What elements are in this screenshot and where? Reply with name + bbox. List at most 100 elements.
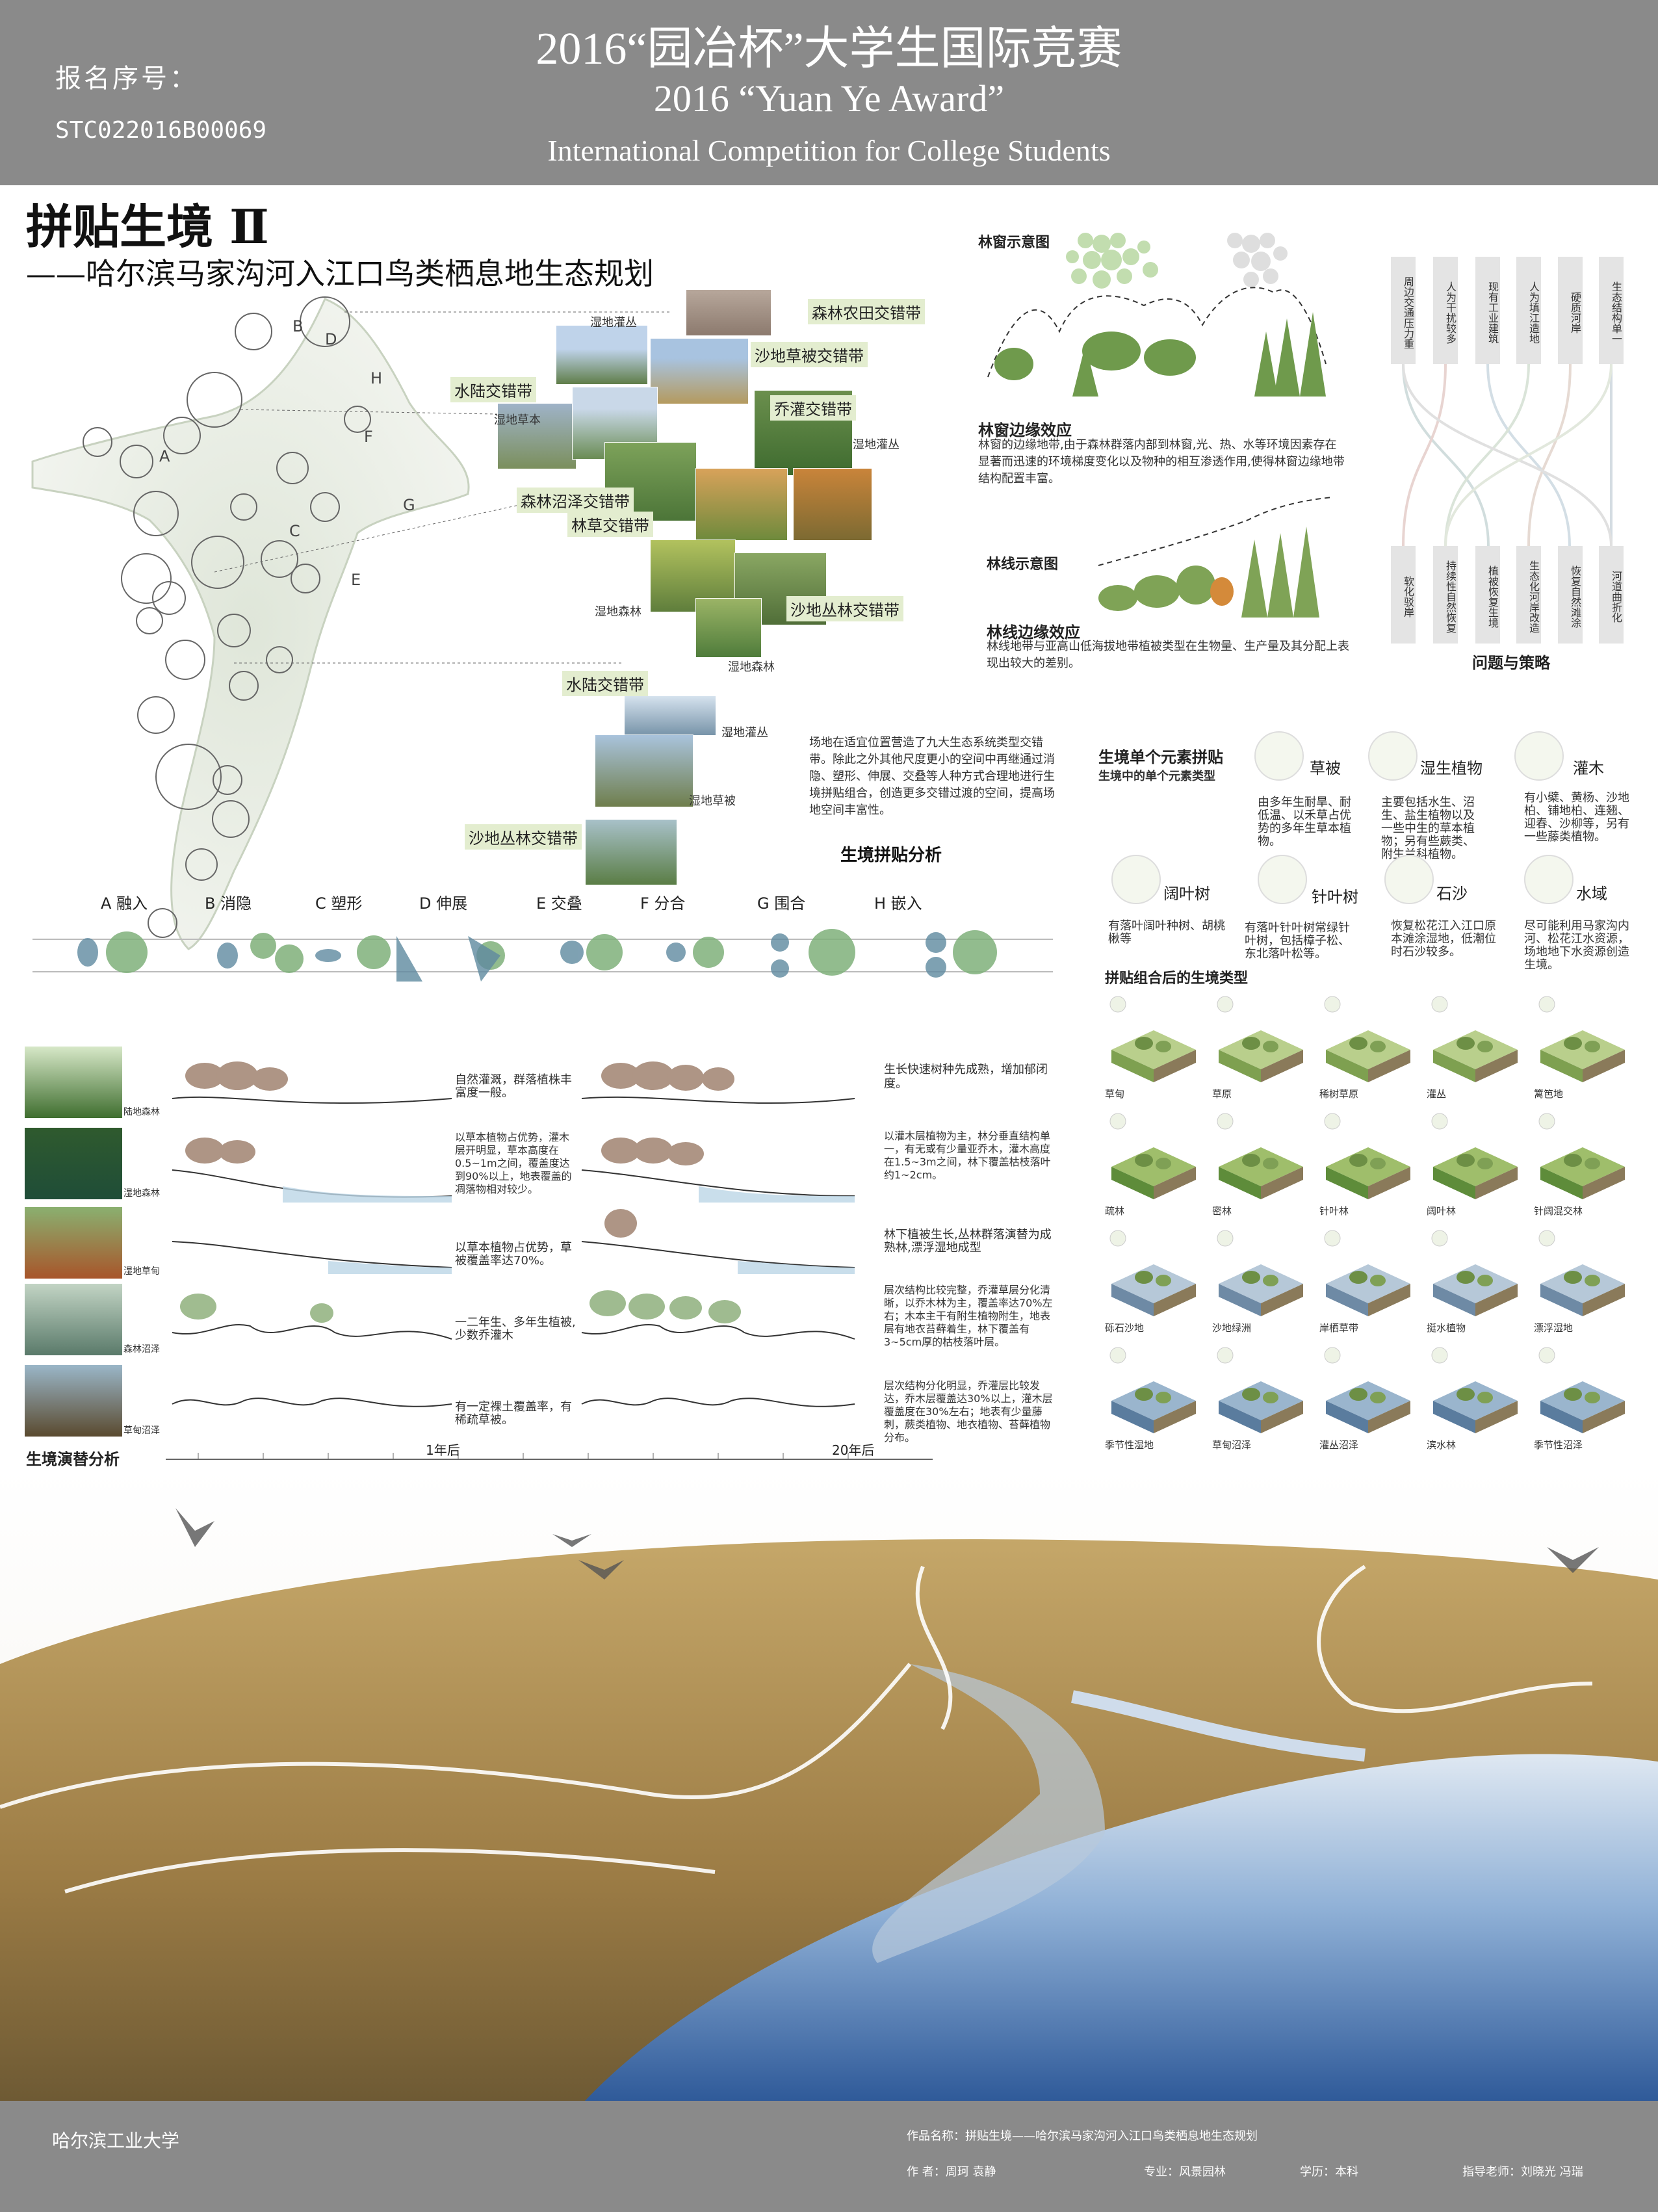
ecotone-tag-9: 沙地丛林交错带: [465, 824, 582, 850]
problem-5: 硬质河岸: [1558, 257, 1583, 364]
tree-line-effect-title: 林线边缘效应: [987, 623, 1080, 642]
timeline-year-20: 20年后: [832, 1442, 875, 1458]
succession-photo-label-3: 湿地草甸: [123, 1266, 160, 1277]
habitat-tile: 灌丛: [1427, 995, 1524, 1105]
habitat-label: 稀树草原: [1319, 1088, 1359, 1100]
map-letter-c: C: [289, 522, 300, 540]
habitat-tile: 沙地绿洲: [1212, 1229, 1310, 1339]
registration-number: STC022016B00069: [55, 117, 267, 144]
habitat-label: 岸栖草带: [1319, 1322, 1359, 1334]
map-letter-f: F: [364, 428, 373, 446]
habitat-iso-block: [1538, 1113, 1625, 1199]
habitat-tile: 草甸: [1105, 995, 1202, 1105]
habitat-grid: 草甸草原稀树草原灌丛篱笆地疏林密林针叶林阔叶林针阔混交林砾石沙地沙地绿洲岸栖草带…: [1105, 995, 1638, 1463]
ecotone-tag-1: 森林农田交错带: [808, 299, 925, 324]
wet-plant-icon: [1368, 731, 1418, 781]
habitat-iso-block: [1538, 996, 1625, 1082]
succession-photo-2: [25, 1128, 122, 1199]
habitat-label: 疏林: [1105, 1205, 1125, 1217]
habitat-tile: 草原: [1212, 995, 1310, 1105]
habitat-iso-block: [1217, 996, 1303, 1082]
habitat-iso-block: [1109, 1230, 1196, 1316]
strategy-a: A 融入: [101, 894, 148, 913]
footer-school: 哈尔滨工业大学: [52, 2130, 180, 2152]
strategy-b: B 消隐: [205, 894, 252, 913]
strategy-c: C 塑形: [315, 894, 363, 913]
element-desc-stone: 恢复松花江入江口原本滩涂湿地，低潮位时石沙较多。: [1391, 919, 1496, 959]
element-desc-conifer: 有落叶针叶树常绿针叶树，包括樟子松、东北落叶松等。: [1245, 921, 1350, 961]
strategy-4: 生态化河岸改造: [1516, 546, 1541, 644]
strategy-6: 河道曲折化: [1599, 546, 1624, 644]
habitat-iso-block: [1217, 1347, 1303, 1433]
succession-title: 生境演替分析: [26, 1450, 120, 1468]
photo-forest-farmland: [686, 289, 771, 336]
problem-strategy-links: [1402, 364, 1613, 546]
habitat-label-6: 湿地灌丛: [721, 726, 768, 740]
elements-title: 生境单个元素拼贴: [1098, 748, 1223, 766]
habitat-iso-block: [1324, 1113, 1410, 1199]
strategy-d: D 伸展: [419, 894, 468, 913]
elements-subtitle: 生境中的单个元素类型: [1098, 770, 1215, 783]
ecotone-tag-7: 沙地丛林交错带: [786, 596, 903, 621]
habitat-tile: 疏林: [1105, 1112, 1202, 1222]
forest-window-effect-title: 林窗边缘效应: [978, 421, 1072, 439]
succession-photo-label-2: 湿地森林: [123, 1188, 160, 1199]
ecotone-tag-4: 乔灌交错带: [770, 395, 856, 421]
strategy-f: F 分合: [640, 894, 686, 913]
habitat-label: 密林: [1212, 1205, 1232, 1217]
map-letter-g: G: [403, 496, 415, 514]
element-desc-wet-plant: 主要包括水生、沼生、盐生植物以及一些中生的草本植物；另有些蕨类、附生兰科植物。: [1381, 796, 1475, 861]
ecotone-tag-8: 水陆交错带: [562, 671, 648, 696]
ecotone-tag-3: 水陆交错带: [450, 377, 536, 402]
habitat-iso-block: [1431, 1113, 1518, 1199]
succession-left-text-5: 有一定裸土覆盖率，有稀疏草被。: [455, 1400, 572, 1427]
site-map: A B C D E F G H: [31, 296, 669, 950]
footer-advisor: 指导老师：刘晓光 冯瑞: [1462, 2165, 1583, 2179]
habitat-iso-block: [1431, 996, 1518, 1082]
habitat-tile: 针叶林: [1319, 1112, 1417, 1222]
habitat-label-7: 湿地草被: [689, 794, 736, 808]
strategy-2: 持续性自然恢复: [1433, 546, 1458, 644]
header-bar: [0, 0, 1658, 185]
succession-photo-label-1: 陆地森林: [123, 1107, 160, 1117]
habitat-label: 针叶林: [1319, 1205, 1349, 1217]
problem-3: 现有工业建筑: [1475, 257, 1500, 364]
ecotone-tag-5: 森林沼泽交错带: [517, 488, 634, 513]
habitat-label: 针阔混交林: [1534, 1205, 1583, 1217]
competition-subtitle-en: International Competition for College St…: [547, 134, 1111, 167]
element-desc-grass: 由多年生耐旱、耐低温、以禾草占优势的多年生草本植物。: [1258, 796, 1351, 848]
element-desc-water: 尽可能利用马家沟内河、松花江水资源，场地地下水资源创造生境。: [1524, 919, 1629, 972]
site-landmass: [31, 298, 470, 950]
strategy-5: 恢复自然滩涂: [1558, 546, 1583, 644]
habitat-label: 篱笆地: [1534, 1088, 1564, 1100]
forest-window-title: 林窗示意图: [978, 235, 1050, 251]
footer-work-name: 作品名称：拼贴生境——哈尔滨马家沟河入江口鸟类栖息地生态规划: [907, 2129, 1258, 2143]
habitat-label: 草甸: [1105, 1088, 1125, 1100]
map-letter-a: A: [159, 447, 170, 465]
habitat-tile: 灌丛沼泽: [1319, 1346, 1417, 1456]
problem-1: 周边交通压力重: [1391, 257, 1416, 364]
map-letter-b: B: [292, 317, 303, 335]
habitat-label-4: 湿地森林: [595, 605, 641, 619]
competition-title-cn: 2016“园冶杯”大学生国际竞赛: [536, 24, 1122, 74]
habitat-tile: 季节性沼泽: [1534, 1346, 1631, 1456]
conifer-tree-icon: [1258, 855, 1307, 904]
habitat-tile: 岸栖草带: [1319, 1229, 1417, 1339]
element-name-water: 水域: [1576, 885, 1607, 903]
succession-left-text-3: 以草本植物占优势，草被覆盖率达70%。: [455, 1241, 572, 1268]
map-letter-d: D: [325, 330, 337, 348]
photo-wetland-grass: [595, 735, 693, 807]
habitat-tile: 草甸沼泽: [1212, 1346, 1310, 1456]
problem-2: 人为干扰较多: [1433, 257, 1458, 364]
photo-water-land-2: [624, 696, 716, 736]
habitat-label: 草甸沼泽: [1212, 1439, 1252, 1451]
collage-analysis-text: 场地在适宜位置营造了九大生态系统类型交错带。除此之外其他尺度更小的空间中再继通过…: [809, 736, 1055, 817]
habitat-iso-block: [1431, 1347, 1518, 1433]
habitat-label: 季节性沼泽: [1534, 1439, 1583, 1451]
habitat-tile: 砾石沙地: [1105, 1229, 1202, 1339]
succession-left-text-4: 一二年生、多年生植被,少数乔灌木: [455, 1316, 576, 1342]
element-name-shrub: 灌木: [1573, 759, 1604, 777]
broadleaf-tree-icon: [1111, 855, 1161, 904]
footer-bar: 哈尔滨工业大学 作品名称：拼贴生境——哈尔滨马家沟河入江口鸟类栖息地生态规划 作…: [0, 2101, 1658, 2212]
succession-photo-4: [25, 1284, 122, 1355]
